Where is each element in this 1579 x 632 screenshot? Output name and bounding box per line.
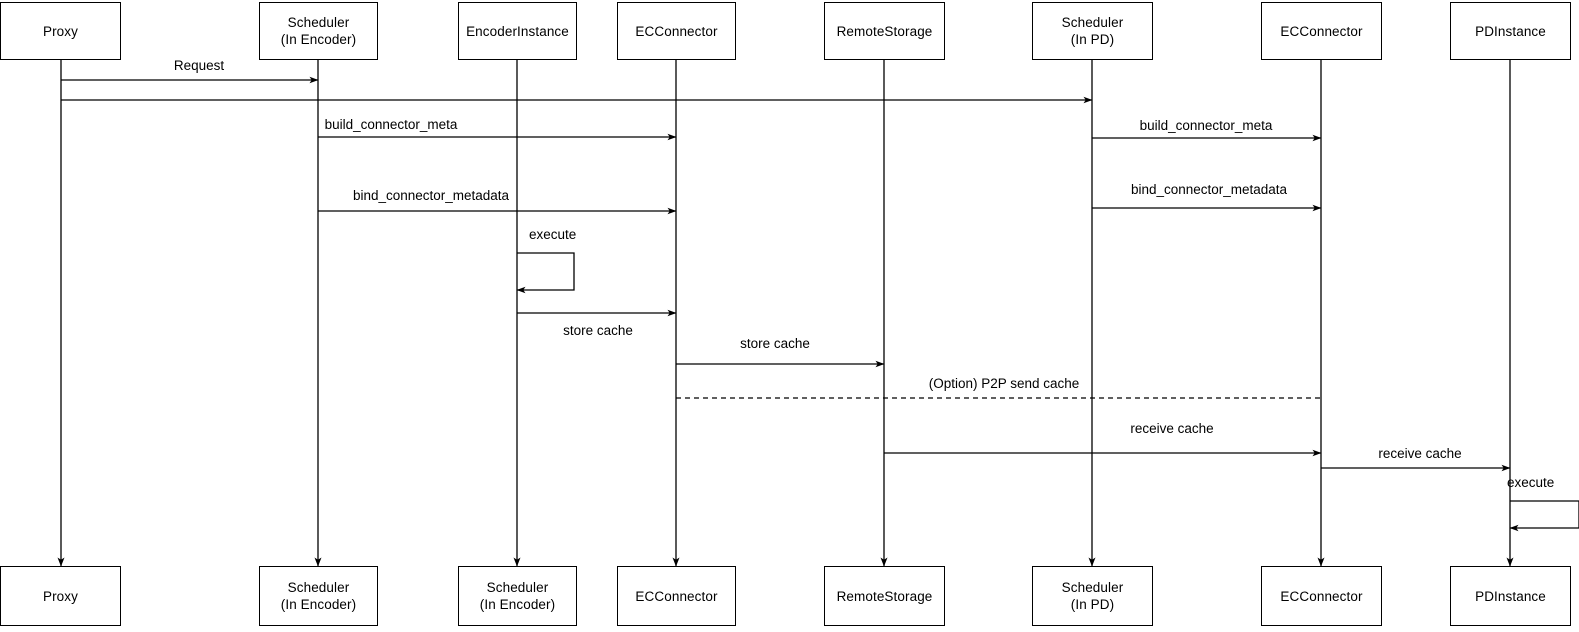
message-label-m7: store cache <box>563 323 633 338</box>
participant-footer-sched_enc[interactable]: Scheduler (In Encoder) <box>259 566 378 626</box>
message-label-m5: bind_connector_metadata <box>352 188 510 203</box>
self-message-label-s1: execute <box>529 227 577 242</box>
participant-header-pd_inst[interactable]: PDInstance <box>1450 2 1571 60</box>
participant-label-line: Scheduler <box>287 580 350 595</box>
participant-label-line: RemoteStorage <box>836 23 933 39</box>
participant-header-encoder_inst[interactable]: EncoderInstance <box>458 2 577 60</box>
participant-label-line: (In PD) <box>1070 597 1115 612</box>
message-label-m11: receive cache <box>1378 446 1462 461</box>
message-label-m1: Request <box>173 58 225 73</box>
participant-footer-sched_pd[interactable]: Scheduler (In PD) <box>1032 566 1153 626</box>
participant-label-line: Scheduler <box>1061 580 1124 595</box>
participant-header-remote[interactable]: RemoteStorage <box>824 2 945 60</box>
participant-label-line: (In PD) <box>1070 32 1115 47</box>
participant-footer-remote[interactable]: RemoteStorage <box>824 566 945 626</box>
participant-label-line: Scheduler <box>486 580 549 595</box>
participant-footer-encoder_inst[interactable]: Scheduler (In Encoder) <box>458 566 577 626</box>
participant-footer-ecconn_pd[interactable]: ECConnector <box>1261 566 1382 626</box>
message-label-m9: (Option) P2P send cache <box>928 376 1080 391</box>
participant-label-line: ECConnector <box>635 588 718 604</box>
message-label-m4: build_connector_meta <box>1139 118 1273 133</box>
self-message-s1[interactable] <box>516 252 575 294</box>
message-label-m3: build_connector_meta <box>324 117 458 132</box>
participant-label-line: Proxy <box>42 588 78 604</box>
participant-header-sched_pd[interactable]: Scheduler (In PD) <box>1032 2 1153 60</box>
message-label-m8: store cache <box>740 336 810 351</box>
participant-label-line: (In Encoder) <box>280 597 357 612</box>
self-messages-group <box>516 252 1579 532</box>
participant-footer-pd_inst[interactable]: PDInstance <box>1450 566 1571 626</box>
participant-footer-ecconn_enc[interactable]: ECConnector <box>617 566 736 626</box>
message-label-m10: receive cache <box>1130 421 1214 436</box>
participant-label-line: ECConnector <box>1280 23 1363 39</box>
participant-label-line: RemoteStorage <box>836 588 933 604</box>
participant-label-line: PDInstance <box>1475 588 1546 604</box>
participant-label-line: PDInstance <box>1475 23 1546 39</box>
messages-group <box>61 76 1511 472</box>
participant-header-ecconn_enc[interactable]: ECConnector <box>617 2 736 60</box>
participant-label-line: Scheduler <box>287 15 350 30</box>
lifelines-group <box>57 60 1514 567</box>
participant-label-line: Scheduler <box>1061 15 1124 30</box>
participant-label-line: EncoderInstance <box>466 23 569 39</box>
participant-label-line: (In Encoder) <box>479 597 556 612</box>
participant-label-line: (In Encoder) <box>280 32 357 47</box>
participant-header-proxy[interactable]: Proxy <box>0 2 121 60</box>
participant-label-line: ECConnector <box>635 23 718 39</box>
message-label-m6: bind_connector_metadata <box>1130 182 1288 197</box>
participant-footer-proxy[interactable]: Proxy <box>0 566 121 626</box>
participant-label-line: ECConnector <box>1280 588 1363 604</box>
self-message-label-s2: execute <box>1507 475 1555 490</box>
participant-label-line: Proxy <box>42 23 78 39</box>
participant-header-sched_enc[interactable]: Scheduler (In Encoder) <box>259 2 378 60</box>
self-message-s2[interactable] <box>1509 500 1579 532</box>
participant-header-ecconn_pd[interactable]: ECConnector <box>1261 2 1382 60</box>
